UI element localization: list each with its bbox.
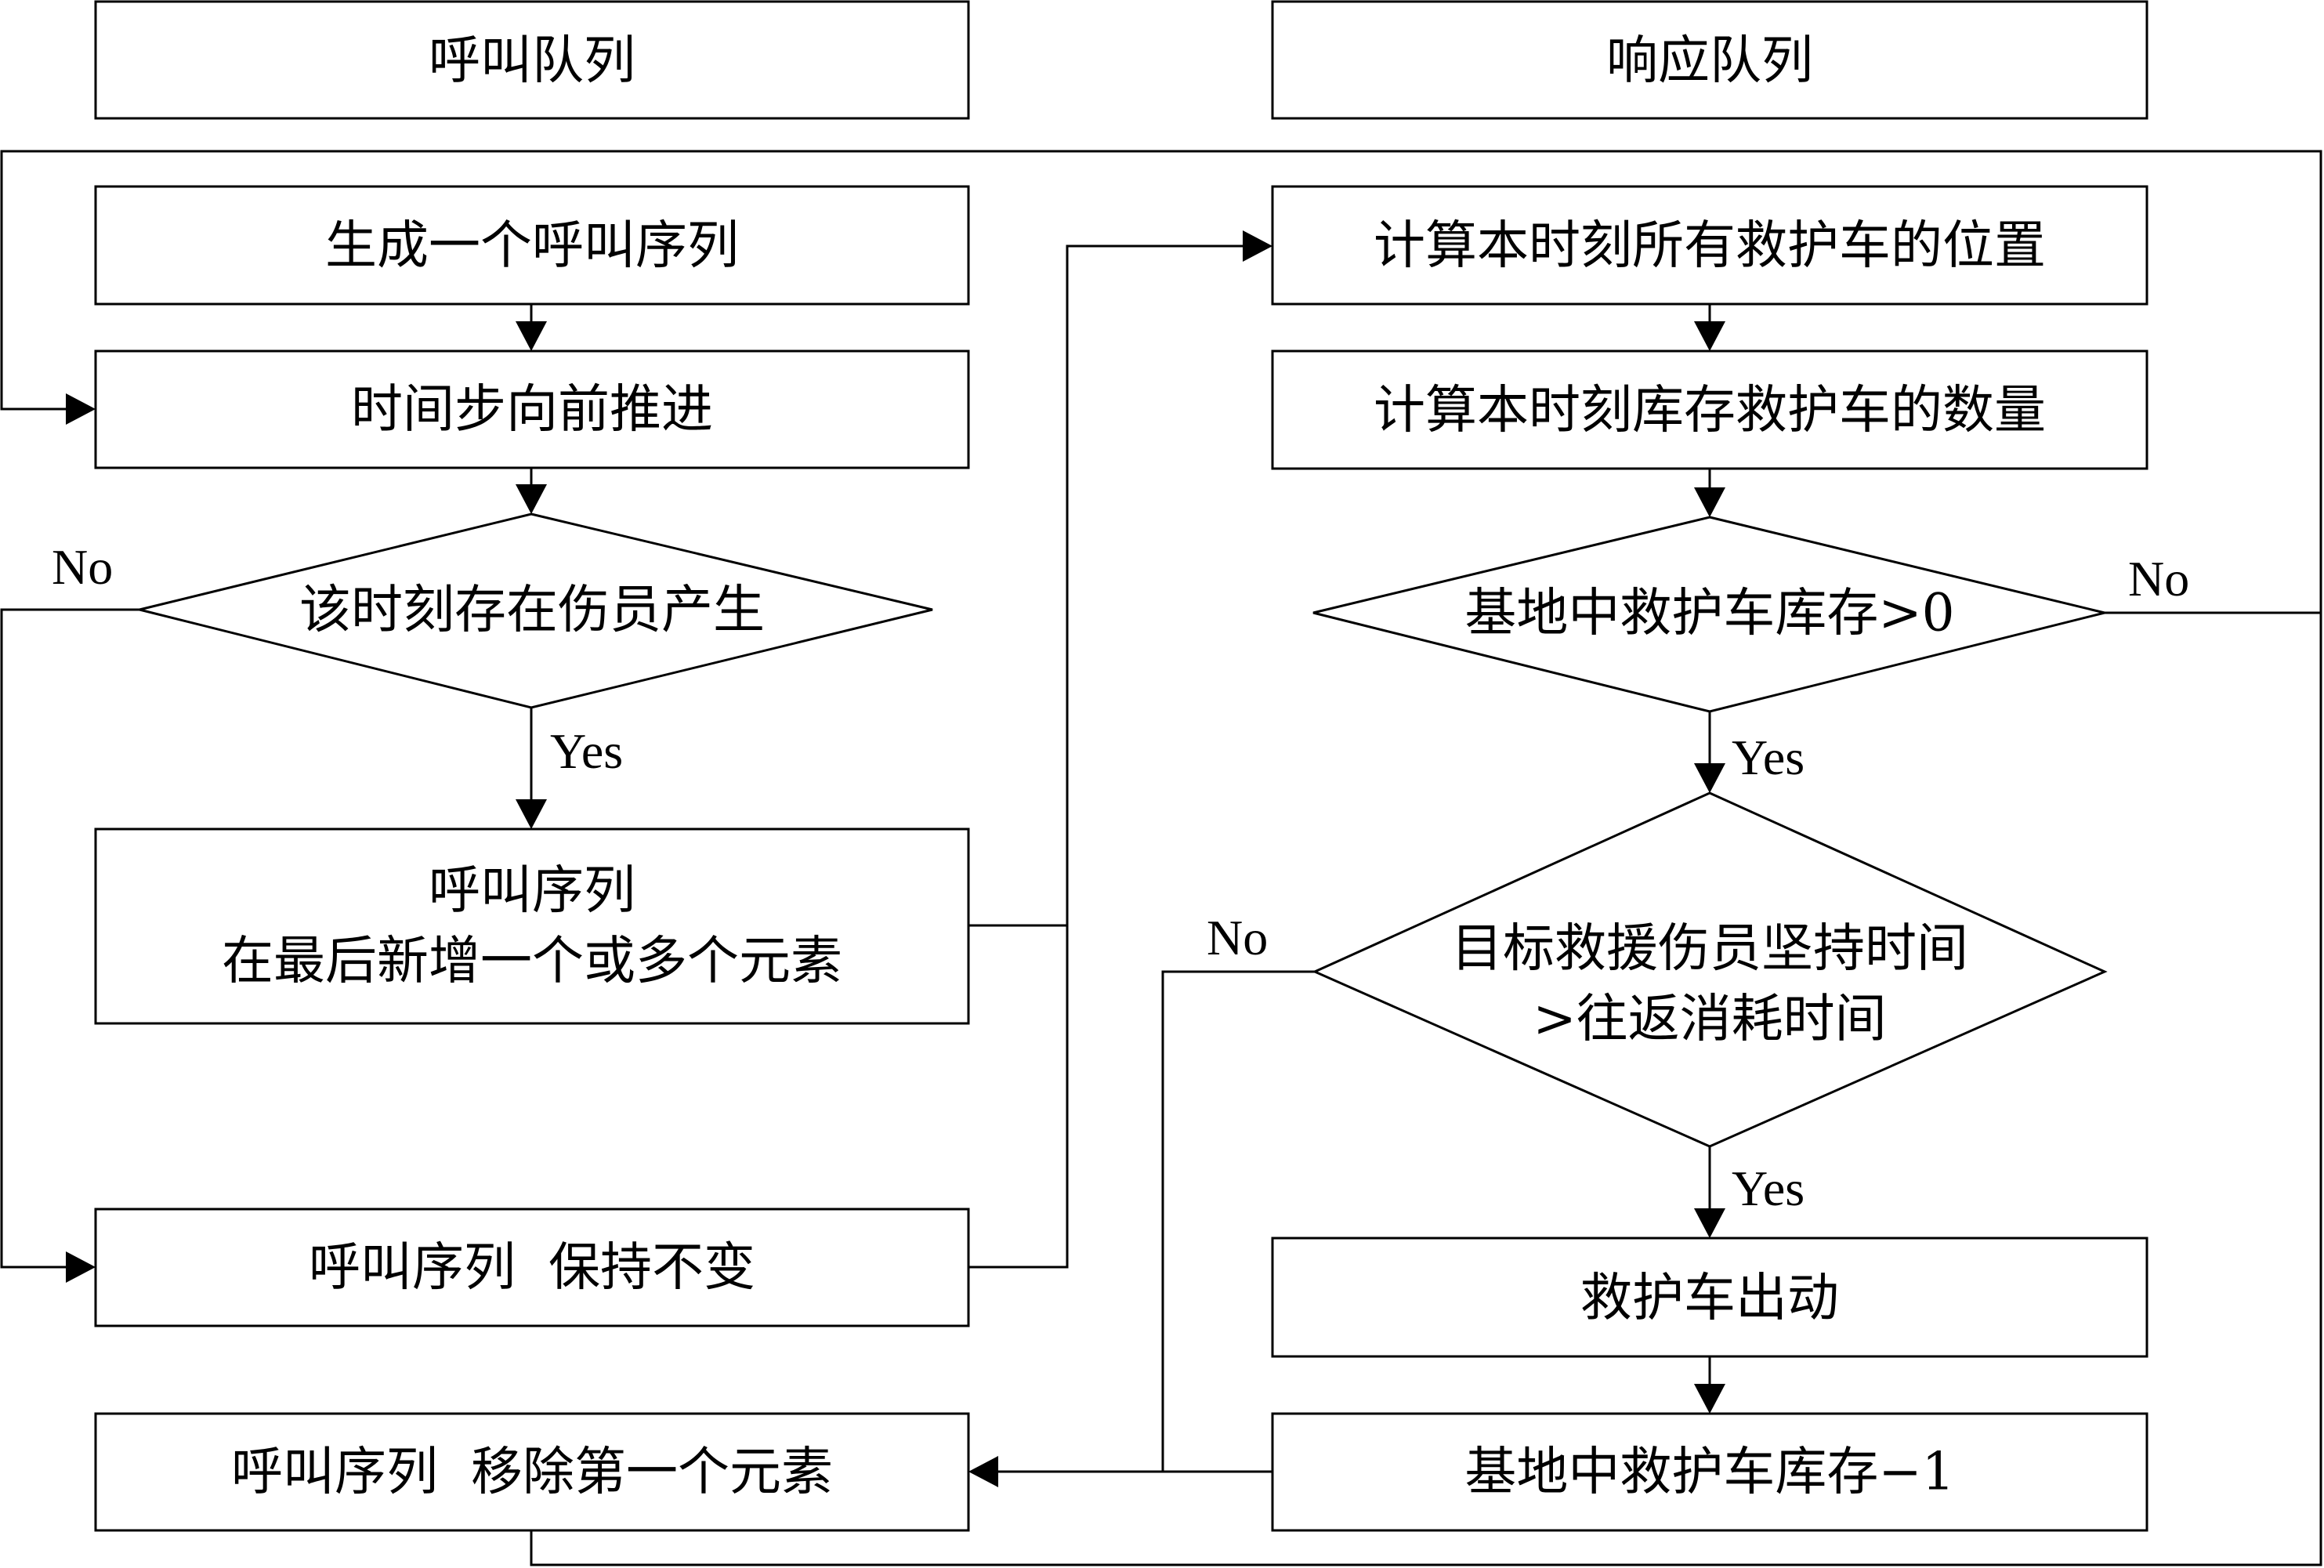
arrowhead-append: [516, 799, 547, 829]
node-casualty-decision-label: 该时刻存在伤员产生: [299, 580, 765, 640]
edge-remove-loop: [530, 613, 2322, 1566]
arrowhead-time-decision: [1694, 763, 1725, 793]
node-compute-inventory-box: [1271, 349, 2148, 470]
node-keep-unchanged-box: [94, 1208, 970, 1327]
arrowhead-inventory: [1694, 321, 1725, 351]
node-compute-positions-label: 计算本时刻所有救护车的位置: [1374, 215, 2046, 276]
column-header-call-queue-label: 呼叫队列: [429, 31, 635, 91]
node-compute-positions: 计算本时刻所有救护车的位置: [1271, 185, 2148, 306]
connectors: [0, 150, 2322, 1566]
node-inventory-minus-label: 基地中救护车库存−1: [1464, 1442, 1954, 1502]
node-inventory-decision-label: 基地中救护车库存>0: [1464, 583, 1954, 643]
node-append-elements: 呼叫序列 在最后新增一个或多个元素: [94, 827, 970, 1025]
node-time-decision-line1: 目标救援伤员坚持时间: [1451, 918, 1968, 979]
column-header-response-queue-box: [1271, 0, 2148, 120]
node-keep-unchanged: 呼叫序列 保持不变: [94, 1208, 970, 1327]
column-header-call-queue-box: [94, 0, 970, 120]
arrowhead-keep: [66, 1251, 96, 1283]
arrowhead-inventory-minus: [1694, 1384, 1725, 1414]
arrowhead-advance: [516, 321, 547, 351]
node-time-decision-diamond: [1312, 791, 2108, 1148]
node-dispatch-box: [1271, 1237, 2148, 1358]
arrowhead-remove-first: [968, 1456, 998, 1487]
column-header-call-queue: 呼叫队列: [94, 0, 970, 120]
node-append-elements-box: [94, 827, 970, 1025]
node-dispatch-label: 救护车出动: [1580, 1268, 1839, 1328]
arrowhead-inventory-decision: [1694, 487, 1725, 517]
node-casualty-decision: 该时刻存在伤员产生: [139, 512, 933, 709]
node-time-decision-line2: >往返消耗时间: [1533, 989, 1886, 1049]
column-header-response-queue-label: 响应队列: [1606, 31, 1813, 91]
arrowhead-dispatch: [1694, 1208, 1725, 1238]
node-generate-sequence-label: 生成一个呼叫序列: [325, 215, 739, 276]
edge-label-inventory-yes: Yes: [1732, 730, 1805, 785]
node-time-decision: 目标救援伤员坚持时间 >往返消耗时间: [1312, 791, 2108, 1148]
node-compute-inventory: 计算本时刻库存救护车的数量: [1271, 349, 2148, 470]
node-casualty-decision-diamond: [139, 512, 933, 709]
node-inventory-decision: 基地中救护车库存>0: [1312, 516, 2105, 713]
node-advance-time: 时间步向前推进: [94, 349, 970, 469]
node-inventory-minus: 基地中救护车库存−1: [1271, 1412, 2148, 1532]
node-remove-first: 呼叫序列 移除第一个元素: [94, 1412, 970, 1532]
node-advance-time-box: [94, 349, 970, 469]
node-keep-unchanged-label: 呼叫序列 保持不变: [309, 1237, 755, 1298]
node-generate-sequence-box: [94, 185, 970, 306]
node-dispatch: 救护车出动: [1271, 1237, 2148, 1358]
node-generate-sequence: 生成一个呼叫序列: [94, 185, 970, 306]
node-compute-positions-box: [1271, 185, 2148, 306]
edge-inventory-no: [0, 150, 2322, 614]
edge-append-to-positions: [968, 244, 1244, 927]
node-remove-first-label: 呼叫序列 移除第一个元素: [231, 1442, 833, 1502]
arrowhead-loop-advance: [66, 393, 96, 425]
node-remove-first-box: [94, 1412, 970, 1532]
edge-casualty-no: [0, 608, 139, 1269]
node-append-elements-line2: 在最后新增一个或多个元素: [222, 931, 842, 991]
edge-keep-to-positions: [968, 925, 1069, 1269]
node-compute-inventory-label: 计算本时刻库存救护车的数量: [1374, 380, 2046, 440]
edge-label-casualty-yes: Yes: [550, 723, 623, 779]
node-inventory-minus-box: [1271, 1412, 2148, 1532]
arrowheads: [66, 230, 1725, 1487]
edge-time-no: [1161, 970, 1315, 1472]
edge-label-inventory-no: No: [2128, 551, 2189, 607]
edge-label-time-yes: Yes: [1732, 1161, 1805, 1216]
column-header-response-queue: 响应队列: [1271, 0, 2148, 120]
edge-label-casualty-no: No: [52, 539, 113, 595]
edge-label-time-no: No: [1207, 910, 1268, 965]
arrowhead-casualty-decision: [516, 484, 547, 514]
arrowhead-positions: [1243, 230, 1272, 262]
node-append-elements-line1: 呼叫序列: [429, 860, 635, 921]
node-advance-time-label: 时间步向前推进: [351, 379, 713, 440]
node-inventory-decision-diamond: [1312, 516, 2105, 713]
